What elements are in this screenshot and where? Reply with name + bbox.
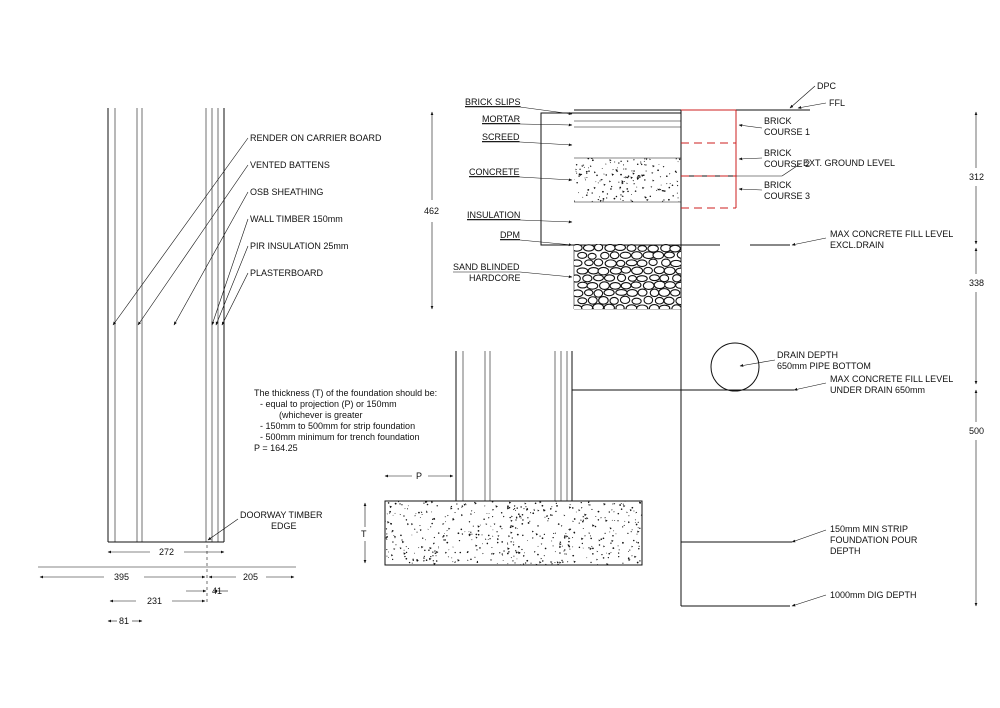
label-brick-course-3a: BRICK xyxy=(764,180,792,190)
label-concrete: CONCRETE xyxy=(469,167,520,177)
label-dig-depth: 1000mm DIG DEPTH xyxy=(830,590,917,600)
note-line-3: - 150mm to 500mm for strip foundation xyxy=(260,421,415,431)
dimension-338: 338 xyxy=(969,278,984,288)
dimension-312: 312 xyxy=(969,172,984,182)
label-brick-course-2a: BRICK xyxy=(764,148,792,158)
label-ext-ground-level: EXT. GROUND LEVEL xyxy=(803,158,895,168)
wall-section xyxy=(107,108,225,543)
label-dpm: DPM xyxy=(500,230,520,240)
label-max-fill-2a: MAX CONCRETE FILL LEVEL xyxy=(830,374,953,384)
dimension-41: 41 xyxy=(212,586,222,596)
label-brick-slips: BRICK SLIPS xyxy=(465,97,521,107)
label-drain-depth-a: DRAIN DEPTH xyxy=(777,350,838,360)
note-heading: The thickness (T) of the foundation shou… xyxy=(254,388,437,398)
label-max-fill-1a: MAX CONCRETE FILL LEVEL xyxy=(830,229,953,239)
foundation-note: The thickness (T) of the foundation shou… xyxy=(254,388,437,453)
label-plasterboard: PLASTERBOARD xyxy=(250,268,324,278)
plan-dimension-lines xyxy=(38,545,296,623)
label-max-fill-1b: EXCL.DRAIN xyxy=(830,240,884,250)
label-doorway-timber-1: DOORWAY TIMBER xyxy=(240,510,323,520)
dimension-81: 81 xyxy=(119,616,129,626)
label-wall-timber: WALL TIMBER 150mm xyxy=(250,214,343,224)
label-drain-depth-b: 650mm PIPE BOTTOM xyxy=(777,361,871,371)
drain-pipe xyxy=(710,342,760,392)
dimension-272: 272 xyxy=(159,547,174,557)
note-p-value: P = 164.25 xyxy=(254,443,298,453)
label-render-on-carrier-board: RENDER ON CARRIER BOARD xyxy=(250,133,382,143)
label-brick-course-3b: COURSE 3 xyxy=(764,191,810,201)
label-screed: SCREED xyxy=(482,132,520,142)
label-sand-blinded: SAND BLINDED xyxy=(453,262,520,272)
label-pir-insulation: PIR INSULATION 25mm xyxy=(250,241,348,251)
dimension-231: 231 xyxy=(147,596,162,606)
label-doorway-timber-2: EDGE xyxy=(271,521,297,531)
foundation xyxy=(363,351,643,566)
label-mortar: MORTAR xyxy=(482,114,521,124)
dimension-500: 500 xyxy=(969,426,984,436)
dimension-462: 462 xyxy=(424,206,439,216)
note-line-2: (whichever is greater xyxy=(279,410,363,420)
label-insulation: INSULATION xyxy=(467,210,520,220)
wall-leaders xyxy=(112,137,249,541)
dimension-p: P xyxy=(416,471,422,481)
floor-leaders xyxy=(453,85,827,607)
dimension-395: 395 xyxy=(114,572,129,582)
dimension-t: T xyxy=(361,529,367,539)
section-dimension-lines xyxy=(430,111,978,607)
floor-section xyxy=(540,109,810,607)
label-strip-foundation-b: FOUNDATION POUR xyxy=(830,535,918,545)
label-dpc: DPC xyxy=(817,81,837,91)
label-brick-course-1a: BRICK xyxy=(764,116,792,126)
label-brick-course-1b: COURSE 1 xyxy=(764,127,810,137)
label-max-fill-2b: UNDER DRAIN 650mm xyxy=(830,385,925,395)
note-line-4: - 500mm minimum for trench foundation xyxy=(260,432,420,442)
label-brick-course-2b: COURSE 2 xyxy=(764,159,810,169)
label-ffl: FFL xyxy=(829,98,845,108)
note-line-1: - equal to projection (P) or 150mm xyxy=(260,399,397,409)
dimension-205: 205 xyxy=(243,572,258,582)
label-strip-foundation-c: DEPTH xyxy=(830,546,861,556)
label-osb-sheathing: OSB SHEATHING xyxy=(250,187,323,197)
label-vented-battens: VENTED BATTENS xyxy=(250,160,330,170)
label-hardcore: HARDCORE xyxy=(469,273,521,283)
label-strip-foundation-a: 150mm MIN STRIP xyxy=(830,524,908,534)
